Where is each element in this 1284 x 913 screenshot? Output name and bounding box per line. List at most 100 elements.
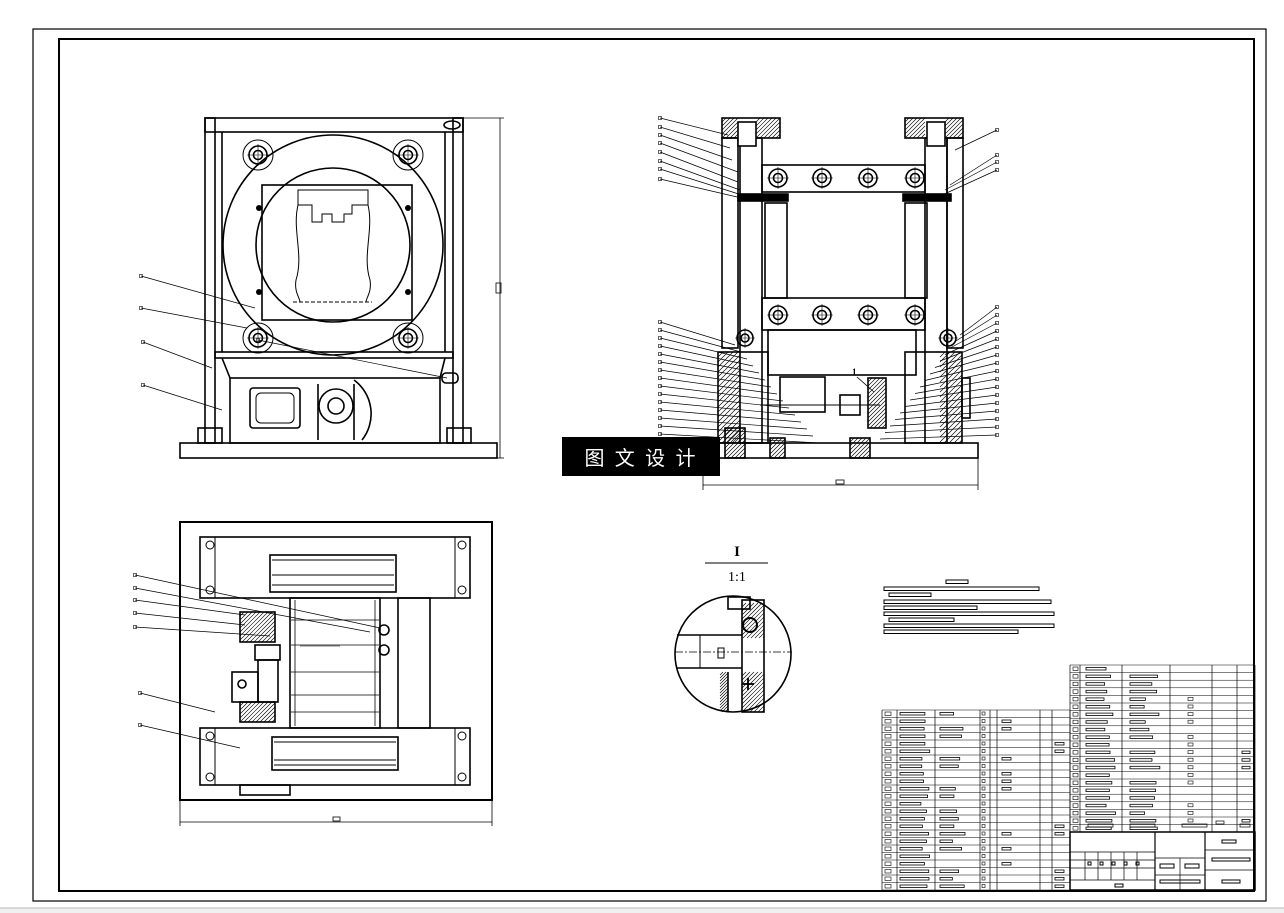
header-bar <box>1129 823 1156 828</box>
hatch-line <box>717 414 741 438</box>
housing-edge-right <box>439 357 446 379</box>
row-text-bar <box>1085 697 1105 701</box>
hatch-line <box>271 718 276 723</box>
hatch-line <box>939 409 963 433</box>
motor-body <box>249 387 301 429</box>
hatch-line <box>758 632 765 639</box>
roller <box>378 624 390 636</box>
hatch-line <box>952 127 964 139</box>
bottom-tab <box>239 784 291 796</box>
hatch-line <box>742 616 765 639</box>
title-text-bar <box>1159 879 1201 884</box>
hatch-line <box>767 125 781 139</box>
leader-line <box>944 330 998 355</box>
locating-dot <box>405 205 411 211</box>
row-text-bar <box>899 764 923 768</box>
hatch-line <box>755 117 769 131</box>
foot-mid <box>769 437 786 459</box>
hatch-line <box>741 671 755 685</box>
hatch-line <box>920 133 926 139</box>
leader-line <box>939 338 998 362</box>
leader-tag <box>658 328 662 332</box>
row-text-bar <box>939 757 961 761</box>
hatch-line <box>753 701 765 713</box>
row-qty-mark <box>1187 757 1194 762</box>
hatch-line <box>719 687 729 697</box>
leader-tag <box>995 329 999 333</box>
top-bar <box>204 117 464 133</box>
row-index-box <box>884 719 892 724</box>
hatch-line <box>763 121 781 139</box>
hatch-line <box>239 611 253 625</box>
hatch-line <box>750 624 765 639</box>
row-text-bar <box>899 832 929 836</box>
corner-screw <box>205 540 215 550</box>
leader-line <box>134 587 371 633</box>
hatch-line <box>755 117 773 135</box>
row-text-bar <box>1001 779 1012 783</box>
row-text-bar <box>899 749 931 753</box>
row-text-bar <box>939 787 956 791</box>
leader-line <box>659 345 754 367</box>
hatch-line <box>249 616 276 643</box>
hatch-line <box>741 602 763 624</box>
header-bar <box>1087 823 1114 828</box>
leader-line <box>659 178 751 201</box>
cap-bolt-left <box>737 121 757 147</box>
row-text-bar <box>1085 743 1110 747</box>
row-text-bar <box>939 712 955 716</box>
hatch-line <box>916 129 926 139</box>
row-text-bar <box>899 727 925 731</box>
mount-plate <box>741 599 765 713</box>
hatch-line <box>741 602 755 616</box>
row-text-bar <box>1001 727 1012 731</box>
side-block-left <box>717 351 769 444</box>
hatch-line <box>245 612 276 643</box>
row-qty-mark <box>981 839 986 843</box>
row-qty-mark <box>1187 719 1194 724</box>
hatch-line <box>867 377 885 395</box>
leader-tag <box>658 116 662 120</box>
leader-tag <box>995 321 999 325</box>
hatch-line <box>741 673 765 697</box>
title-block-frame <box>1069 831 1256 891</box>
row-qty-mark <box>981 794 986 798</box>
leader-tag <box>995 353 999 357</box>
hatch-line <box>741 671 763 693</box>
title-mark <box>1087 861 1092 866</box>
status-bar <box>0 908 1284 913</box>
hatch-line <box>239 701 253 715</box>
hatch-line <box>755 117 765 127</box>
outer-border <box>32 28 1267 902</box>
hatch-line <box>944 117 954 127</box>
row-text-bar <box>939 817 959 821</box>
title-mark <box>1123 861 1128 866</box>
row-index-box <box>884 809 892 814</box>
header-bar <box>1215 820 1225 825</box>
shaft-flange <box>867 377 887 429</box>
seal-left <box>737 193 789 202</box>
inner-border <box>58 38 1255 892</box>
hatch-line <box>717 369 741 393</box>
hatch-line <box>867 383 887 403</box>
corner-screw <box>457 540 467 550</box>
row-text-bar <box>1001 847 1012 851</box>
row-text-bar <box>1085 758 1116 762</box>
leader-tag <box>995 168 999 172</box>
leader-tag <box>995 337 999 341</box>
hatch-line <box>958 439 963 444</box>
locating-dot <box>405 289 411 295</box>
row-text-bar <box>1129 720 1146 724</box>
hatch-line <box>865 453 871 459</box>
hatch-line <box>729 129 739 139</box>
row-qty-mark <box>981 726 986 731</box>
row-qty-mark <box>1187 773 1194 777</box>
row-text-bar <box>1054 884 1065 888</box>
hatch-line <box>724 435 746 457</box>
row-qty-mark <box>981 711 986 716</box>
row-qty-mark <box>981 756 986 761</box>
row-text-bar <box>1054 824 1065 828</box>
motor-face <box>255 392 295 424</box>
note-text-bar <box>888 592 932 597</box>
row-text-bar <box>899 847 923 851</box>
